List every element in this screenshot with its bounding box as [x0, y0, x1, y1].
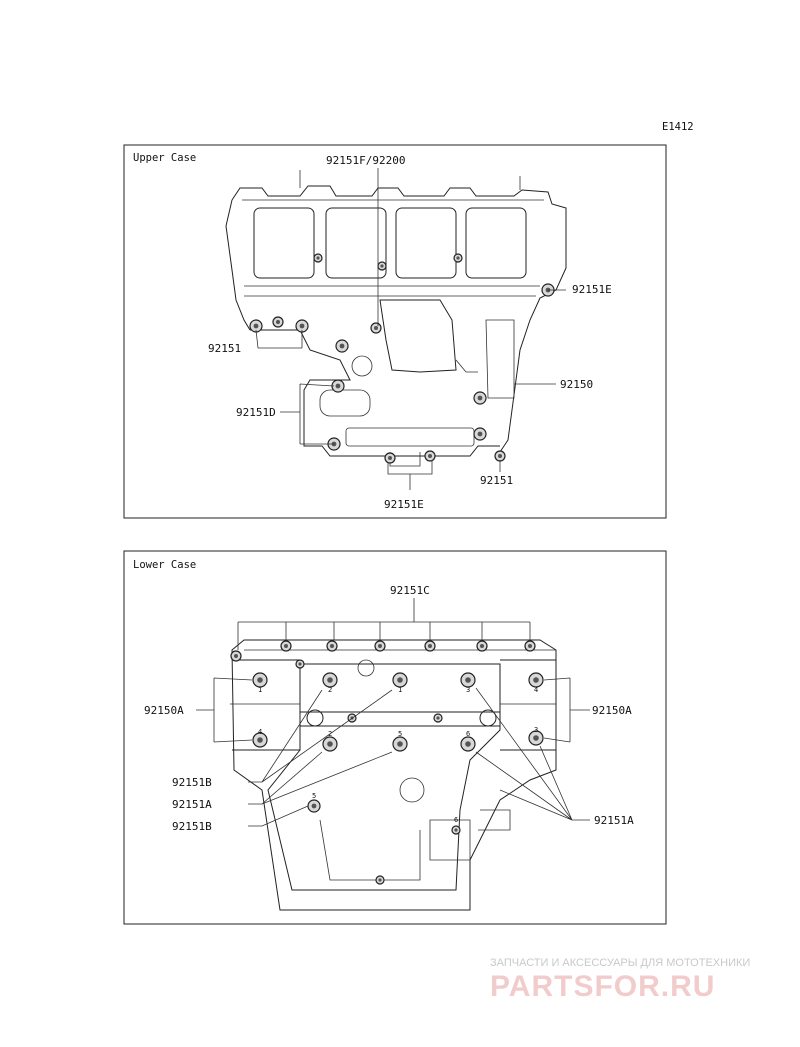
- bolt: [460, 672, 476, 688]
- bolt: [272, 316, 284, 328]
- label-92151c: 92151C: [390, 584, 430, 597]
- bolt: [528, 730, 544, 746]
- watermark-tagline: ЗАПЧАСТИ И АКСЕССУАРЫ ДЛЯ МОТОТЕХНИКИ: [490, 957, 750, 969]
- bolt: [326, 640, 338, 652]
- bolt: [313, 253, 323, 263]
- lower-case-top-bolts: [230, 640, 536, 662]
- bolt-number: 6: [454, 816, 458, 824]
- bolt-number: 4: [534, 686, 538, 694]
- bolt-number: 5: [398, 730, 402, 738]
- bolt: [433, 713, 443, 723]
- label-92151e-bottom: 92151E: [384, 498, 424, 511]
- label-92151-right: 92151: [480, 474, 513, 487]
- upper-case-panel: Upper Case: [123, 144, 667, 519]
- bolt: [453, 253, 463, 263]
- lower-case-drawing: [230, 639, 557, 911]
- upper-case-bolts: [249, 253, 555, 464]
- bolt: [392, 672, 408, 688]
- watermark: ЗАПЧАСТИ И АКСЕССУАРЫ ДЛЯ МОТОТЕХНИКИ PA…: [490, 957, 750, 1003]
- bolt: [295, 319, 309, 333]
- bolt: [476, 640, 488, 652]
- label-92151f-92200: 92151F/92200: [326, 154, 405, 167]
- lower-case-panel: Lower Case: [123, 550, 667, 925]
- bolt: [377, 261, 387, 271]
- bolt: [374, 640, 386, 652]
- bolt: [295, 659, 305, 669]
- bolt: [424, 640, 436, 652]
- bolt: [230, 650, 242, 662]
- bolt-number: 3: [534, 726, 538, 734]
- bolt-number: 3: [466, 686, 470, 694]
- bolt: [280, 640, 292, 652]
- bolt-number: 6: [466, 730, 470, 738]
- bolt-number: 2: [328, 686, 332, 694]
- bolt-number: 5: [312, 792, 316, 800]
- figure-code: E1412: [662, 121, 694, 133]
- bolt-number: 4: [258, 728, 262, 736]
- bolt: [384, 452, 396, 464]
- bolt: [331, 379, 345, 393]
- label-92151d: 92151D: [236, 406, 276, 419]
- bolt: [524, 640, 536, 652]
- label-92151a-left: 92151A: [172, 798, 212, 811]
- bolt: [335, 339, 349, 353]
- bolt: [473, 427, 487, 441]
- bolt-number: 1: [398, 686, 402, 694]
- upper-case-frame: [123, 144, 667, 519]
- bolt: [375, 875, 385, 885]
- label-92151a-right: 92151A: [594, 814, 634, 827]
- bolt: [424, 450, 436, 462]
- bolt: [451, 825, 461, 835]
- watermark-logo: PARTSFOR.RU: [490, 970, 715, 1003]
- bolt: [392, 736, 408, 752]
- bolt: [252, 732, 268, 748]
- bolt: [307, 799, 321, 813]
- lower-case-title: Lower Case: [133, 559, 196, 571]
- label-92151-left: 92151: [208, 342, 241, 355]
- label-92150a-left: 92150A: [144, 704, 184, 717]
- label-92151e-top: 92151E: [572, 283, 612, 296]
- bolt: [460, 736, 476, 752]
- bolt: [322, 736, 338, 752]
- bolt-number: 1: [258, 686, 262, 694]
- upper-case-leaders: [255, 168, 566, 490]
- label-92151b-lower: 92151B: [172, 820, 212, 833]
- label-92150: 92150: [560, 378, 593, 391]
- lower-case-frame: [123, 550, 667, 925]
- lower-case-main-bolts: [252, 659, 544, 885]
- lower-case-leaders: [196, 598, 590, 827]
- label-92151b-upper: 92151B: [172, 776, 212, 789]
- bolt: [322, 672, 338, 688]
- bolt: [473, 391, 487, 405]
- bolt: [252, 672, 268, 688]
- label-92150a-right: 92150A: [592, 704, 632, 717]
- upper-case-title: Upper Case: [133, 152, 196, 164]
- bolt: [370, 322, 382, 334]
- bolt: [494, 450, 506, 462]
- bolt: [528, 672, 544, 688]
